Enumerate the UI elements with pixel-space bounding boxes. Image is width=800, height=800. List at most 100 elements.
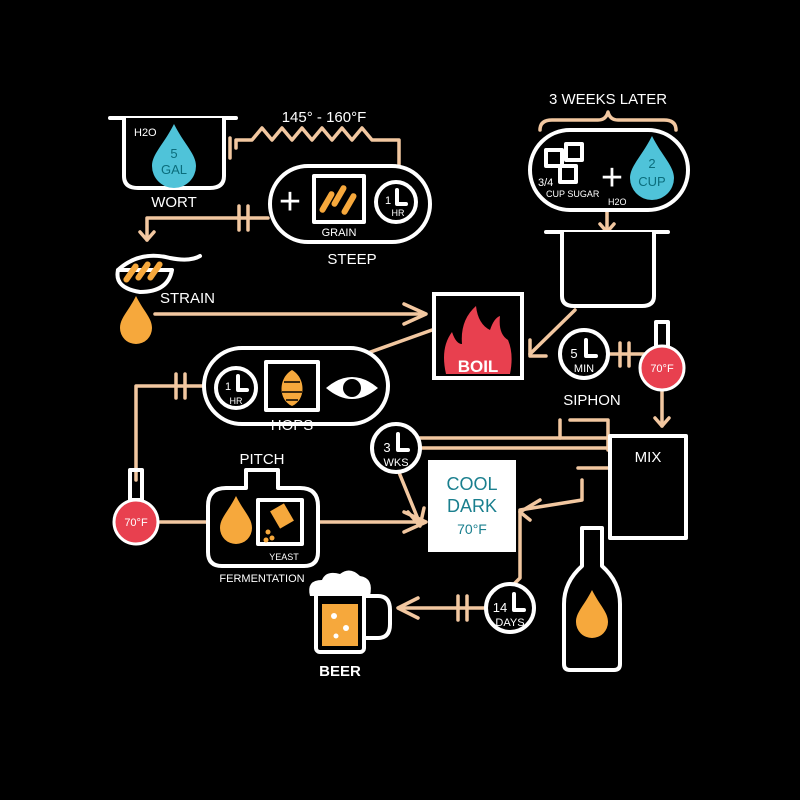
plus-sign-2: + bbox=[601, 157, 623, 199]
water-drop-icon bbox=[576, 590, 608, 638]
cool-label: COOL bbox=[446, 474, 497, 494]
fire-icon bbox=[444, 306, 512, 374]
sugar-label: CUP SUGAR bbox=[546, 189, 600, 199]
strainer-icon bbox=[116, 253, 202, 272]
cool-dark-step: COOL DARK 70°F bbox=[428, 460, 516, 552]
arrow-right-boil bbox=[402, 302, 428, 326]
mix-to-days-pipe bbox=[510, 478, 584, 588]
siphon-label: SIPHON bbox=[563, 392, 621, 409]
water-cup-unit: CUP bbox=[638, 174, 665, 189]
water-cup-amount: 2 bbox=[648, 156, 655, 171]
beer-step: BEER bbox=[309, 570, 392, 680]
clock-hands bbox=[512, 592, 526, 612]
hops-label: HOPS bbox=[271, 417, 314, 434]
wort-label: WORT bbox=[151, 194, 197, 211]
fermentation-step: YEAST FERMENTATION bbox=[206, 468, 320, 585]
hops-box bbox=[264, 360, 320, 412]
clock-hands bbox=[396, 432, 410, 452]
arrow-boil bbox=[528, 338, 548, 358]
flask-bulb bbox=[638, 344, 686, 392]
eye-icon bbox=[326, 377, 378, 399]
cool-temp-label: 70°F bbox=[457, 521, 487, 537]
clock-hands bbox=[236, 374, 249, 392]
thermometer-flask-right: 70°F bbox=[638, 320, 686, 392]
bottle-time-unit: DAYS bbox=[495, 617, 524, 629]
clock-hands bbox=[395, 188, 408, 206]
hops-time-num: 1 bbox=[225, 381, 231, 393]
h2o-label: H2O bbox=[134, 127, 157, 139]
strain-label: STRAIN bbox=[160, 290, 215, 307]
water-drop-icon bbox=[152, 124, 196, 188]
beer-foam bbox=[309, 570, 371, 596]
bottle-timer: 14 DAYS bbox=[484, 582, 536, 634]
yeast-packet-icon bbox=[256, 498, 304, 546]
water-unit: GAL bbox=[161, 162, 187, 177]
mix-step: MIX bbox=[608, 434, 688, 540]
boil-pot bbox=[544, 230, 670, 308]
hops-time-unit: HR bbox=[230, 396, 243, 406]
steep-label: STEEP bbox=[327, 251, 376, 268]
temp-range-label: 145° - 160°F bbox=[282, 109, 367, 126]
h2o-small-label: H2O bbox=[608, 197, 627, 207]
grain-label: GRAIN bbox=[322, 227, 357, 239]
clock-icon bbox=[374, 180, 418, 224]
pitch-label: PITCH bbox=[240, 451, 285, 468]
wks-to-cool-pipe bbox=[396, 468, 422, 526]
flask-bulb bbox=[112, 498, 160, 546]
cool-dark-box bbox=[428, 460, 516, 552]
bottle-time-num: 14 bbox=[493, 600, 507, 615]
temp-70-b-label: 70°F bbox=[124, 517, 148, 529]
plus-sign: + bbox=[279, 181, 301, 223]
weeks-bracket bbox=[538, 110, 678, 132]
boil-step: BOIL bbox=[432, 292, 524, 380]
thermometer-flask-left: 70°F bbox=[112, 468, 160, 546]
wort-pot: H2O 5 GAL WORT bbox=[108, 116, 238, 211]
strainer-grain bbox=[135, 261, 151, 281]
water-drop-icon bbox=[220, 496, 252, 544]
water-drop-icon bbox=[120, 296, 152, 344]
bubble bbox=[343, 625, 349, 631]
bubble bbox=[331, 613, 337, 619]
arrow-left-beer bbox=[396, 596, 420, 620]
strainer-grain bbox=[147, 261, 163, 281]
yeast-label: YEAST bbox=[269, 552, 299, 562]
pot-to-boil-pipe bbox=[528, 308, 577, 356]
dark-label: DARK bbox=[447, 496, 497, 516]
mix-time-unit: MIN bbox=[574, 363, 594, 375]
mix-box bbox=[608, 434, 688, 540]
clock-hands bbox=[584, 338, 598, 358]
steep-clock: 1 HR bbox=[374, 180, 418, 224]
arrow-cool-2 bbox=[406, 506, 426, 528]
arrow-down-mix bbox=[653, 416, 671, 428]
steep-step: + GRAIN 1 HR STEEP bbox=[268, 164, 432, 268]
bottle-step bbox=[562, 526, 622, 672]
pot-body bbox=[560, 232, 656, 308]
temp-70-label: 70°F bbox=[650, 363, 674, 375]
mix-label: MIX bbox=[635, 449, 662, 466]
fermentation-label: FERMENTATION bbox=[219, 573, 304, 585]
water-drop-icon bbox=[630, 136, 674, 200]
wait-timer: 3 WKS bbox=[370, 422, 422, 474]
steep-time-num: 1 bbox=[385, 195, 391, 207]
clock-icon bbox=[484, 582, 536, 634]
mug-handle bbox=[362, 594, 392, 640]
hops-icon bbox=[281, 370, 303, 406]
steep-time-unit: HR bbox=[392, 208, 405, 218]
sugar-step: 3/4 CUP SUGAR + 2 CUP H2O bbox=[528, 128, 690, 212]
steep-to-strain-pipe bbox=[145, 216, 270, 242]
mix-timer: 5 MIN bbox=[558, 328, 610, 380]
strain-step: STRAIN bbox=[115, 253, 215, 344]
arrow-left-cool bbox=[518, 498, 542, 522]
clock-icon bbox=[214, 366, 258, 410]
grain-icon bbox=[319, 185, 357, 215]
beer-fill bbox=[322, 604, 358, 646]
water-amount: 5 bbox=[170, 146, 177, 161]
mix-time-num: 5 bbox=[570, 346, 577, 361]
sugar-cubes-icon bbox=[544, 142, 584, 184]
sugar-amount: 3/4 bbox=[538, 177, 553, 189]
strainer-grain bbox=[123, 263, 139, 283]
temp-zigzag-pipe bbox=[234, 126, 401, 168]
siphon-pipe-3 bbox=[568, 418, 610, 452]
weeks-later-label: 3 WEEKS LATER bbox=[549, 91, 667, 108]
